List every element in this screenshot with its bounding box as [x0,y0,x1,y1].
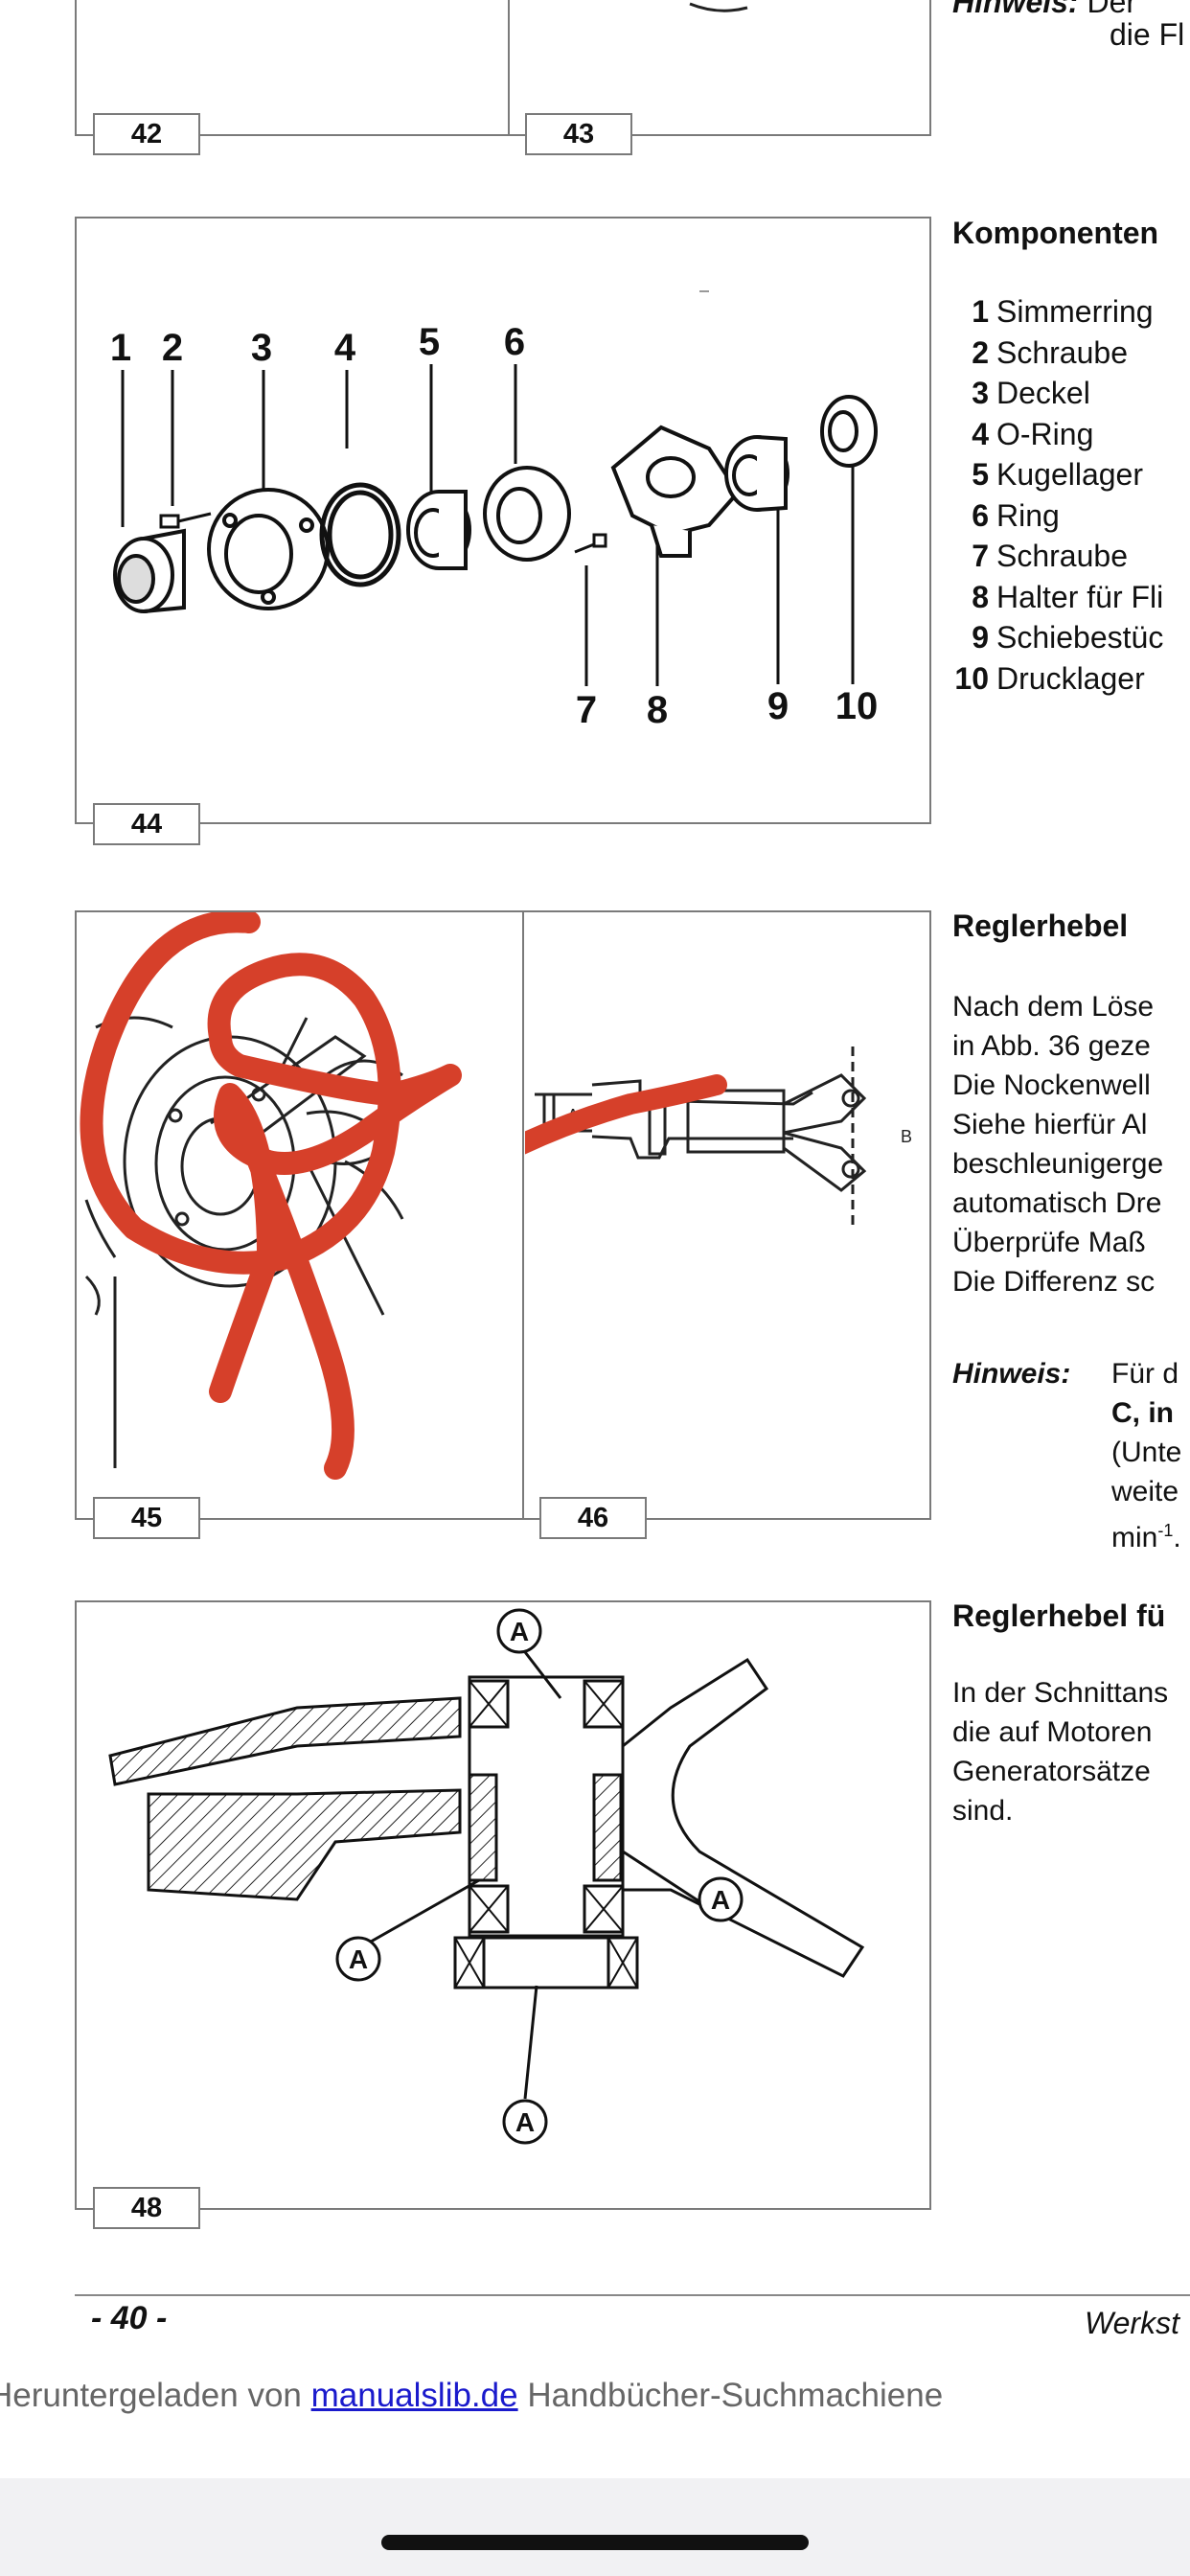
paragraph-line: beschleunigerge [952,1148,1164,1180]
reglerhebel-hinweis-text: Für d C, in (Unte weite min-1. [1111,1354,1181,1557]
download-suffix: Handbücher-Suchmachiene [517,2377,944,2414]
figure-46-lever-drawing: A B [525,1046,912,1229]
fig44-num-9: 9 [767,685,789,727]
paragraph-line: Überprüfe Maß [952,1227,1146,1258]
paragraph-line: Generatorsätze [952,1756,1151,1787]
fig44-num-10: 10 [835,685,879,727]
hinweis-line: C, in [1111,1397,1174,1429]
figure-42-43-frame [75,0,931,136]
hinweis-line: Für d [1111,1358,1179,1390]
page-number: - 40 - [91,2300,168,2336]
paragraph-line: die auf Motoren [952,1716,1153,1748]
figure-48-label: 48 [93,2187,200,2229]
figure-42-label: 42 [93,113,200,155]
figure-43-label: 43 [525,113,632,155]
fig44-num-7: 7 [576,689,597,731]
fig44-num-4: 4 [334,327,356,369]
paragraph-line: sind. [952,1795,1014,1827]
top-hinweis-fragment: Der [1087,0,1137,19]
reglerhebel-paragraph: Nach dem Löse in Abb. 36 geze Die Nocken… [952,987,1163,1301]
home-indicator-bar[interactable] [381,2535,809,2550]
fig48-callouts [335,1608,744,2145]
home-indicator-area [0,2478,1190,2576]
top-hinweis-line: Hinweis: Der [952,0,1136,22]
reglerhebel-fuer-paragraph: In der Schnittans die auf Motoren Genera… [952,1673,1168,1830]
fig48-callout-a: A [711,1885,730,1915]
fig44-num-2: 2 [162,327,183,369]
fig44-num-5: 5 [419,321,440,363]
figure-43-fragment [689,2,748,12]
footer-rule [75,2294,1190,2296]
hinweis-line: weite [1111,1476,1179,1507]
paragraph-line: automatisch Dre [952,1187,1162,1219]
fig48-callout-a: A [510,1617,529,1646]
paragraph-line: Die Differenz sc [952,1266,1156,1298]
top-hinweis-continuation: die Fl [1110,17,1185,52]
reglerhebel-fuer-heading: Reglerhebel fü [952,1598,1166,1633]
figure-46-label: 46 [539,1497,647,1539]
fig48-callout-a: A [515,2107,535,2137]
paragraph-line: In der Schnittans [952,1677,1169,1709]
hinweis-line: min-1. [1111,1521,1181,1553]
top-hinweis-label: Hinweis: [952,0,1079,19]
figure-44-label: 44 [93,803,200,845]
figure-45-regulator-photo [80,912,462,1480]
paragraph-line: Nach dem Löse [952,991,1155,1023]
manualslib-link[interactable]: manualslib.de [310,2377,518,2414]
fig44-num-1: 1 [110,327,131,369]
download-prefix: Heruntergeladen von [0,2377,311,2414]
figure-44-exploded-view: 1 2 3 4 5 6 7 8 9 10 [110,290,879,731]
reglerhebel-hinweis-label: Hinweis: [952,1358,1071,1390]
red-annotation-scribble [80,912,462,1480]
reglerhebel-heading: Reglerhebel [952,908,1129,943]
fig44-num-8: 8 [647,689,668,731]
paragraph-line: Die Nockenwell [952,1070,1151,1101]
figure-45-label: 45 [93,1497,200,1539]
figure-48-section-drawing: A A A A [108,1608,865,2145]
fig44-num-6: 6 [504,321,525,363]
fig48-callout-a: A [349,1944,368,1974]
komponenten-heading: Komponenten [952,216,1159,250]
download-source-line: Heruntergeladen von manualslib.de Handbü… [0,2377,943,2415]
paragraph-line: in Abb. 36 geze [952,1030,1151,1062]
fig44-num-3: 3 [251,327,272,369]
paragraph-line: Siehe hierfür Al [952,1109,1148,1140]
hinweis-line: (Unte [1111,1437,1182,1468]
fig46-dim-b: B [901,1127,912,1146]
red-annotation-stroke [525,1074,727,1155]
figure-divider [508,0,510,136]
footer-werkstatt-text: Werkst [1085,2306,1179,2340]
figure-divider [522,912,524,1518]
